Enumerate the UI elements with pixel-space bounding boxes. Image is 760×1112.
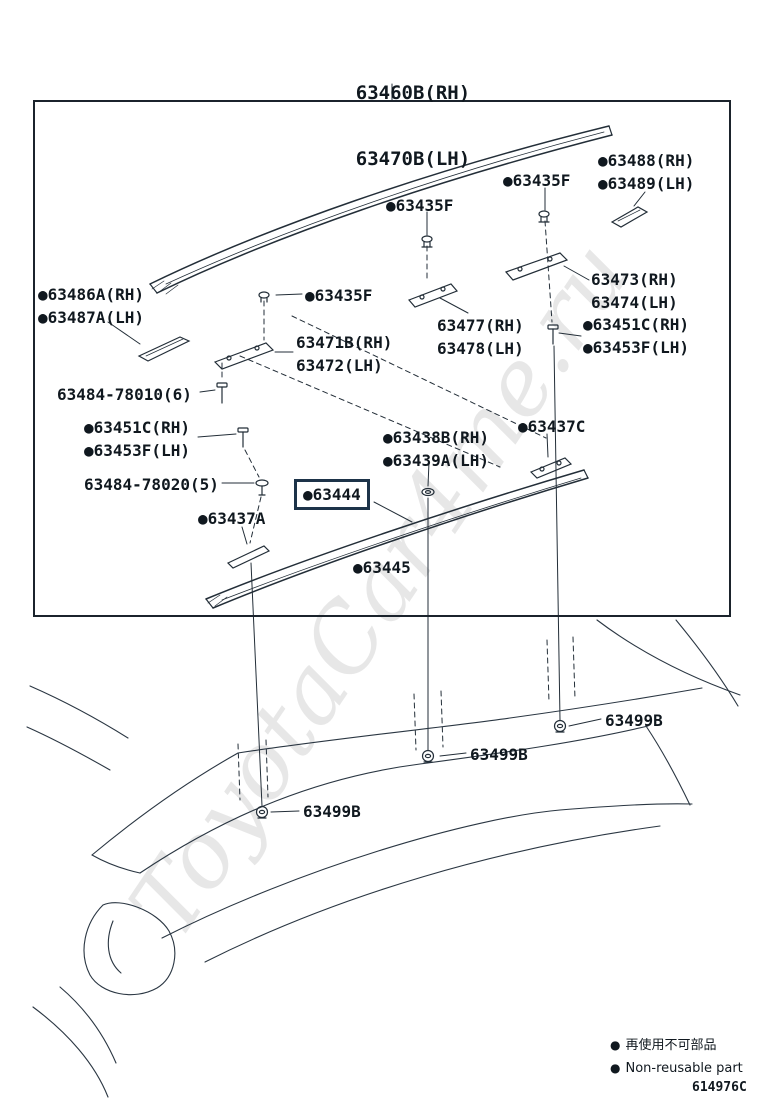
part-label-line: 63499B [605,711,663,730]
part-label-line: ●63487A(LH) [38,308,144,327]
part-label-63499b-right: 63499B [605,709,663,732]
part-63471b-rail-support [213,342,275,370]
clip-63435f-left [258,291,270,303]
drop-lines [250,345,561,807]
part-label-line: 63484-78010(6) [57,385,192,404]
part-label-line: ●63444 [303,485,361,504]
part-label-63435f-left: ●63435F [305,284,372,307]
part-label-63437c: ●63437C [518,415,585,438]
legend-text-en: Non-reusable part [625,1061,743,1076]
screw-63451c-left [237,427,249,448]
legend: ● 再使用不可部品 ● Non-reusable part [610,1034,743,1080]
part-label-line: ●63488(RH) [598,151,695,170]
part-label-line: ●63435F [503,171,571,190]
part-63477-rail-support [407,283,459,308]
part-label-line: ●63439A(LH) [383,451,489,470]
part-label-63438b-63439a: ●63438B(RH) ●63439A(LH) [383,426,489,472]
part-label-63444: ●63444 [294,479,370,510]
part-63437a-strip [226,545,271,569]
part-roof-moulding-bottom [205,469,589,609]
part-label-63435f-top: ●63435F [503,169,570,192]
part-label-line: 63472(LH) [296,356,383,375]
part-label-63435f-mid: ●63435F [386,194,453,217]
part-label-63451c-63453f-left: ●63451C(RH) ●63453F(LH) [84,416,190,462]
screw-63451c-right [547,324,559,345]
part-label-63473-63474: 63473(RH) 63474(LH) [591,268,678,314]
part-label-63488-63489: ●63488(RH) ●63489(LH) [598,149,694,195]
legend-text-jp: 再使用不可部品 [625,1038,717,1053]
mount-guides [237,636,576,801]
part-label-line: ●63435F [386,196,454,215]
part-label-line: 63484-78020(5) [84,475,219,494]
part-label-line: ●63453F(LH) [84,441,190,460]
legend-row-en: ● Non-reusable part [610,1057,743,1080]
assembly-title: 63460B(RH) 63470B(LH) [313,38,513,214]
part-label-line: 63499B [470,745,528,764]
leader-lines [107,83,646,813]
part-label-line: ●63445 [353,558,411,577]
part-label-63486a-63487a: ●63486A(RH) ●63487A(LH) [38,283,144,329]
part-label-line: ●63438B(RH) [383,428,489,447]
clip-63438b [421,487,435,497]
legend-row-jp: ● 再使用不可部品 [610,1034,743,1057]
part-corner-piece-63486a [137,336,191,362]
part-label-63445: ●63445 [353,556,411,579]
part-label-line: 63474(LH) [591,293,678,312]
part-label-line: 63478(LH) [437,339,524,358]
part-label-line: 63499B [303,802,361,821]
part-label-line: ●63435F [305,286,373,305]
part-label-63437a: ●63437A [198,507,265,530]
part-label-63499b-left: 63499B [303,800,361,823]
diagram-frame [33,100,731,617]
part-label-line: ●63437A [198,509,266,528]
screw-63484-78010 [216,382,228,404]
clip-63435f-top [538,210,550,223]
clip-63484-78020 [255,479,269,496]
part-roof-rail-top [149,125,613,295]
part-label-63484-78010: 63484-78010(6) [57,383,192,406]
part-label-line: 63477(RH) [437,316,524,335]
clip-63499b-left [255,805,269,819]
part-label-line: ●63451C(RH) [583,315,689,334]
part-label-line: ●63453F(LH) [583,338,689,357]
part-label-63477-63478: 63477(RH) 63478(LH) [437,314,524,360]
part-label-63499b-mid: 63499B [470,743,528,766]
car-body-outline [26,619,741,1098]
part-label-line: ●63486A(RH) [38,285,144,304]
part-63437c-bracket [529,457,573,479]
part-label-line: ●63437C [518,417,586,436]
clip-63499b-right [553,719,567,733]
part-label-line: 63471B(RH) [296,333,393,352]
clip-63499b-mid [421,749,435,763]
part-label-63451c-63453f-right: ●63451C(RH) ●63453F(LH) [583,313,689,359]
non-reusable-bullet-icon: ● [610,1061,621,1075]
non-reusable-bullet-icon: ● [610,1038,621,1052]
part-label-line: 63473(RH) [591,270,678,289]
part-label-line: ●63489(LH) [598,174,695,193]
assembly-title-line2: 63470B(LH) [355,148,471,170]
doc-code: 614976C [692,1080,747,1095]
part-label-line: ●63451C(RH) [84,418,190,437]
part-label-63471b-63472: 63471B(RH) 63472(LH) [296,331,392,377]
construction-lines [221,220,553,544]
assembly-title-line1: 63460B(RH) [355,82,471,104]
part-63488-bracket [610,206,649,228]
part-label-63484-78020: 63484-78020(5) [84,473,219,496]
